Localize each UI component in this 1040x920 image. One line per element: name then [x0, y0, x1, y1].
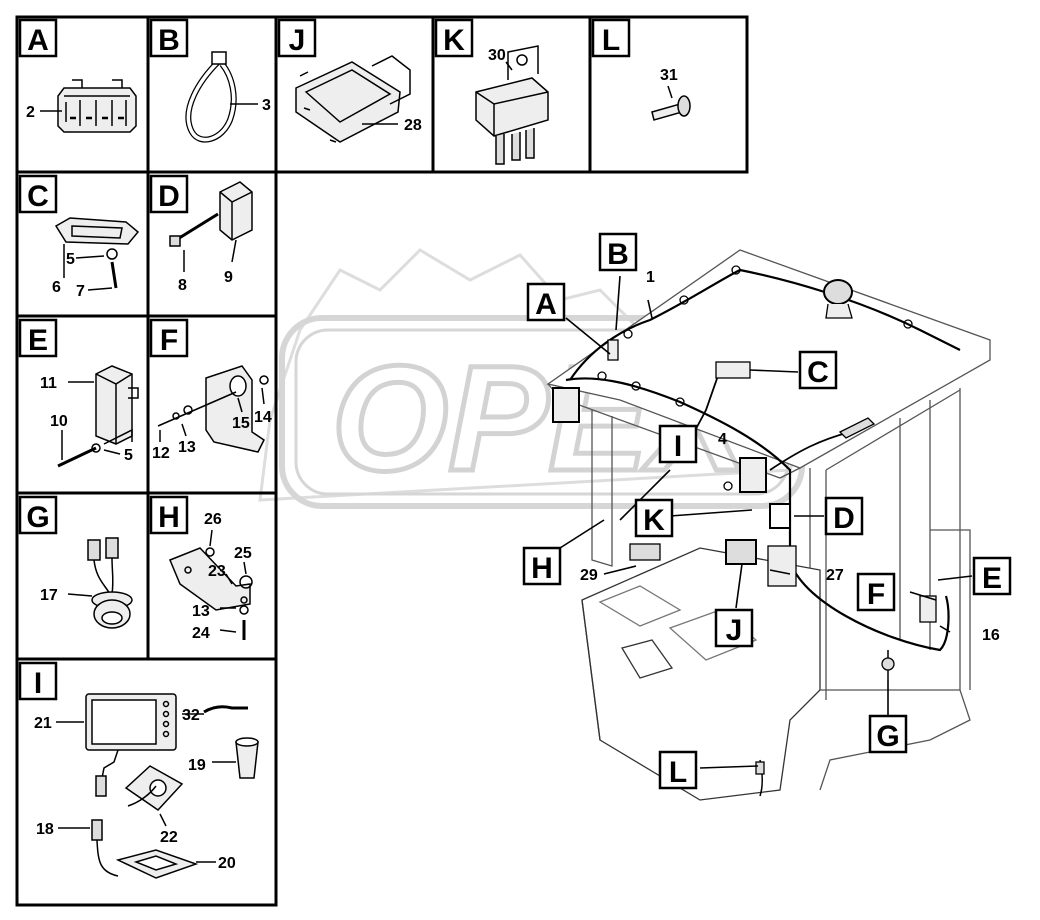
panel-letter-h: H [158, 501, 180, 534]
panel-h-drawing: 26 25 23 13 24 [169, 511, 253, 642]
callout-b: B [607, 238, 629, 271]
part-label: 24 [192, 625, 210, 642]
part-label: 25 [234, 545, 252, 562]
panel-letter-k: K [443, 24, 465, 57]
part-label: 3 [262, 97, 271, 114]
panel-letter-i: I [34, 667, 42, 700]
callout-a: A [535, 288, 557, 321]
panel-letter-f: F [160, 324, 178, 357]
callout-l: L [669, 756, 687, 789]
panel-letter-a: A [27, 24, 49, 57]
part-label: 7 [76, 283, 85, 300]
part-label: 9 [224, 269, 233, 286]
part-label: 5 [124, 447, 133, 464]
callout-e: E [982, 562, 1002, 595]
callout-i: I [674, 430, 682, 463]
part-label: 17 [40, 587, 58, 604]
panel-letter-g: G [26, 501, 49, 534]
panel-letters: A B J K L C D E F G H I [18, 18, 631, 701]
part-label: 31 [660, 67, 678, 84]
part-label: 21 [34, 715, 52, 732]
part-label: 8 [178, 277, 187, 294]
panel-d-drawing: 8 9 [169, 181, 253, 294]
panel-letter-l: L [602, 24, 620, 57]
part-label: 2 [26, 104, 35, 121]
part-label: 29 [580, 567, 598, 584]
panel-a-drawing: 2 [26, 79, 137, 133]
part-label: 13 [192, 603, 210, 620]
callout-d: D [833, 502, 855, 535]
panel-l-drawing: 31 [651, 67, 691, 121]
part-label: 1 [646, 269, 655, 286]
part-label: 5 [66, 251, 75, 268]
panel-k-drawing: 30 [475, 45, 549, 165]
panel-j-drawing: 28 [295, 55, 422, 143]
panel-letter-d: D [158, 180, 180, 213]
callout-h: H [531, 552, 553, 585]
panel-b-drawing: 3 [185, 51, 271, 143]
panel-g-drawing: 17 [40, 537, 133, 629]
panel-c-drawing: 5 6 7 [52, 217, 140, 300]
part-label: 27 [826, 567, 844, 584]
panel-letter-e: E [28, 324, 48, 357]
panel-grid [15, 15, 749, 907]
part-label: 14 [254, 409, 272, 426]
part-label: 4 [718, 431, 727, 448]
part-label: 30 [488, 47, 506, 64]
callout-c: C [807, 356, 829, 389]
panel-i-drawing: 21 32 19 18 22 20 [34, 693, 259, 879]
part-label: 22 [160, 829, 178, 846]
part-label: 18 [36, 821, 54, 838]
part-label: 20 [218, 855, 236, 872]
callout-j: J [726, 614, 743, 647]
part-label: 6 [52, 279, 61, 296]
part-label: 32 [182, 707, 200, 724]
part-label: 13 [178, 439, 196, 456]
part-label: 10 [50, 413, 68, 430]
part-label: 12 [152, 445, 170, 462]
part-label: 23 [208, 563, 226, 580]
callout-f: F [867, 578, 885, 611]
part-label: 11 [40, 375, 57, 392]
part-label: 19 [188, 757, 206, 774]
part-label: 26 [204, 511, 222, 528]
panel-letter-b: B [158, 24, 180, 57]
callout-k: K [643, 504, 665, 537]
callout-g: G [876, 720, 899, 753]
panel-f-drawing: 15 14 12 13 [152, 365, 272, 462]
part-label: 16 [982, 627, 1000, 644]
main-callouts: B A C I K D H E F J G L 1 4 29 27 16 [522, 232, 1012, 790]
panel-letter-j: J [289, 24, 306, 57]
part-label: 15 [232, 415, 250, 432]
vehicle-drawing [546, 249, 991, 801]
panel-letter-c: C [27, 180, 49, 213]
panel-e-drawing: 11 10 5 [40, 365, 139, 468]
part-label: 28 [404, 117, 422, 134]
